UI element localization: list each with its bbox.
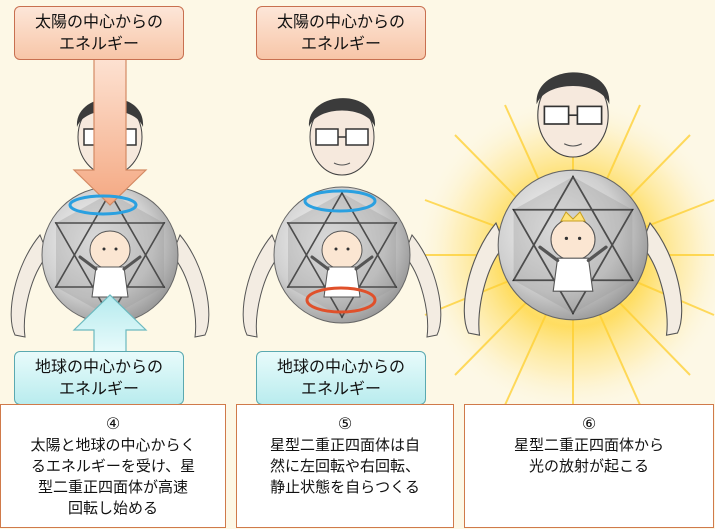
blue-ring-panel5 — [303, 189, 377, 213]
sun-energy-label-panel5: 太陽の中心からの エネルギー — [256, 6, 426, 60]
earth-energy-arrow-panel4 — [72, 294, 148, 353]
description-text-6: 星型二重正四面体から 光の放射が起こる — [513, 436, 664, 475]
description-panel5: ⑤ 星型二重正四面体は自 然に左回転や右回転、 静止状態を自らつくる — [236, 404, 454, 528]
step-number-5: ⑤ — [337, 414, 353, 433]
earth-energy-label-panel5: 地球の中心からの エネルギー — [256, 351, 426, 405]
earth-energy-label-panel4: 地球の中心からの エネルギー — [14, 351, 184, 405]
crown-icon — [560, 211, 586, 222]
description-text-5: 星型二重正四面体は自 然に左回転や右回転、 静止状態を自らつくる — [269, 436, 420, 496]
description-panel4: ④ 太陽と地球の中心からく るエネルギーを受け、星 型二重正四面体が高速 回転し… — [0, 404, 226, 528]
figure-panel5 — [241, 96, 443, 339]
blue-ring-panel4 — [68, 194, 138, 216]
description-text-4: 太陽と地球の中心からく るエネルギーを受け、星 型二重正四面体が高速 回転し始め… — [30, 436, 196, 517]
description-panel6: ⑥ 星型二重正四面体から 光の放射が起こる — [464, 404, 714, 528]
step-number-6: ⑥ — [581, 414, 597, 433]
step-number-4: ④ — [105, 414, 121, 433]
red-ring-panel5 — [305, 286, 377, 314]
sun-energy-label-panel4: 太陽の中心からの エネルギー — [14, 6, 184, 60]
sun-energy-arrow-panel4 — [72, 57, 148, 206]
